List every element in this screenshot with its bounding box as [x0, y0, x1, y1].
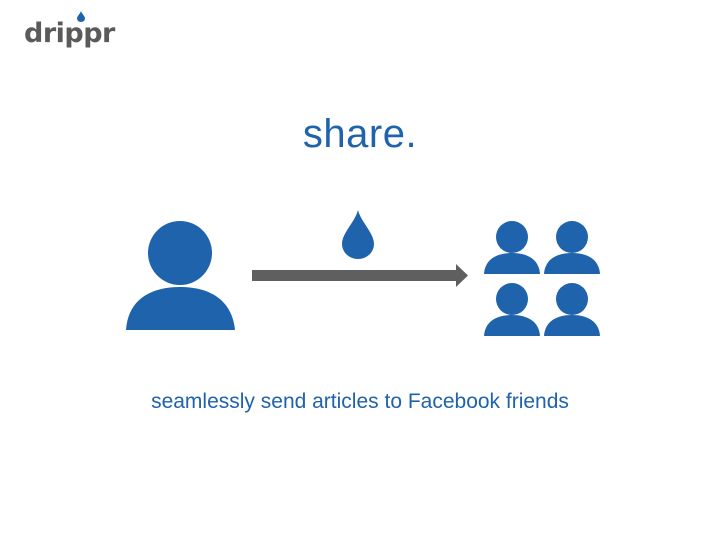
arrow-right-icon	[252, 264, 468, 287]
logo-wordmark: drippr	[24, 18, 115, 49]
logo-drop-icon	[77, 11, 85, 22]
slide-caption: seamlessly send articles to Facebook fri…	[151, 390, 569, 413]
slide-title: share.	[302, 112, 418, 156]
friend-person-icon	[484, 283, 540, 336]
person-icon	[126, 221, 235, 330]
people-group-icon	[484, 221, 600, 336]
water-drop-icon	[342, 210, 374, 259]
friend-person-icon	[544, 221, 600, 274]
friend-person-icon	[544, 283, 600, 336]
friend-person-icon	[484, 221, 540, 274]
